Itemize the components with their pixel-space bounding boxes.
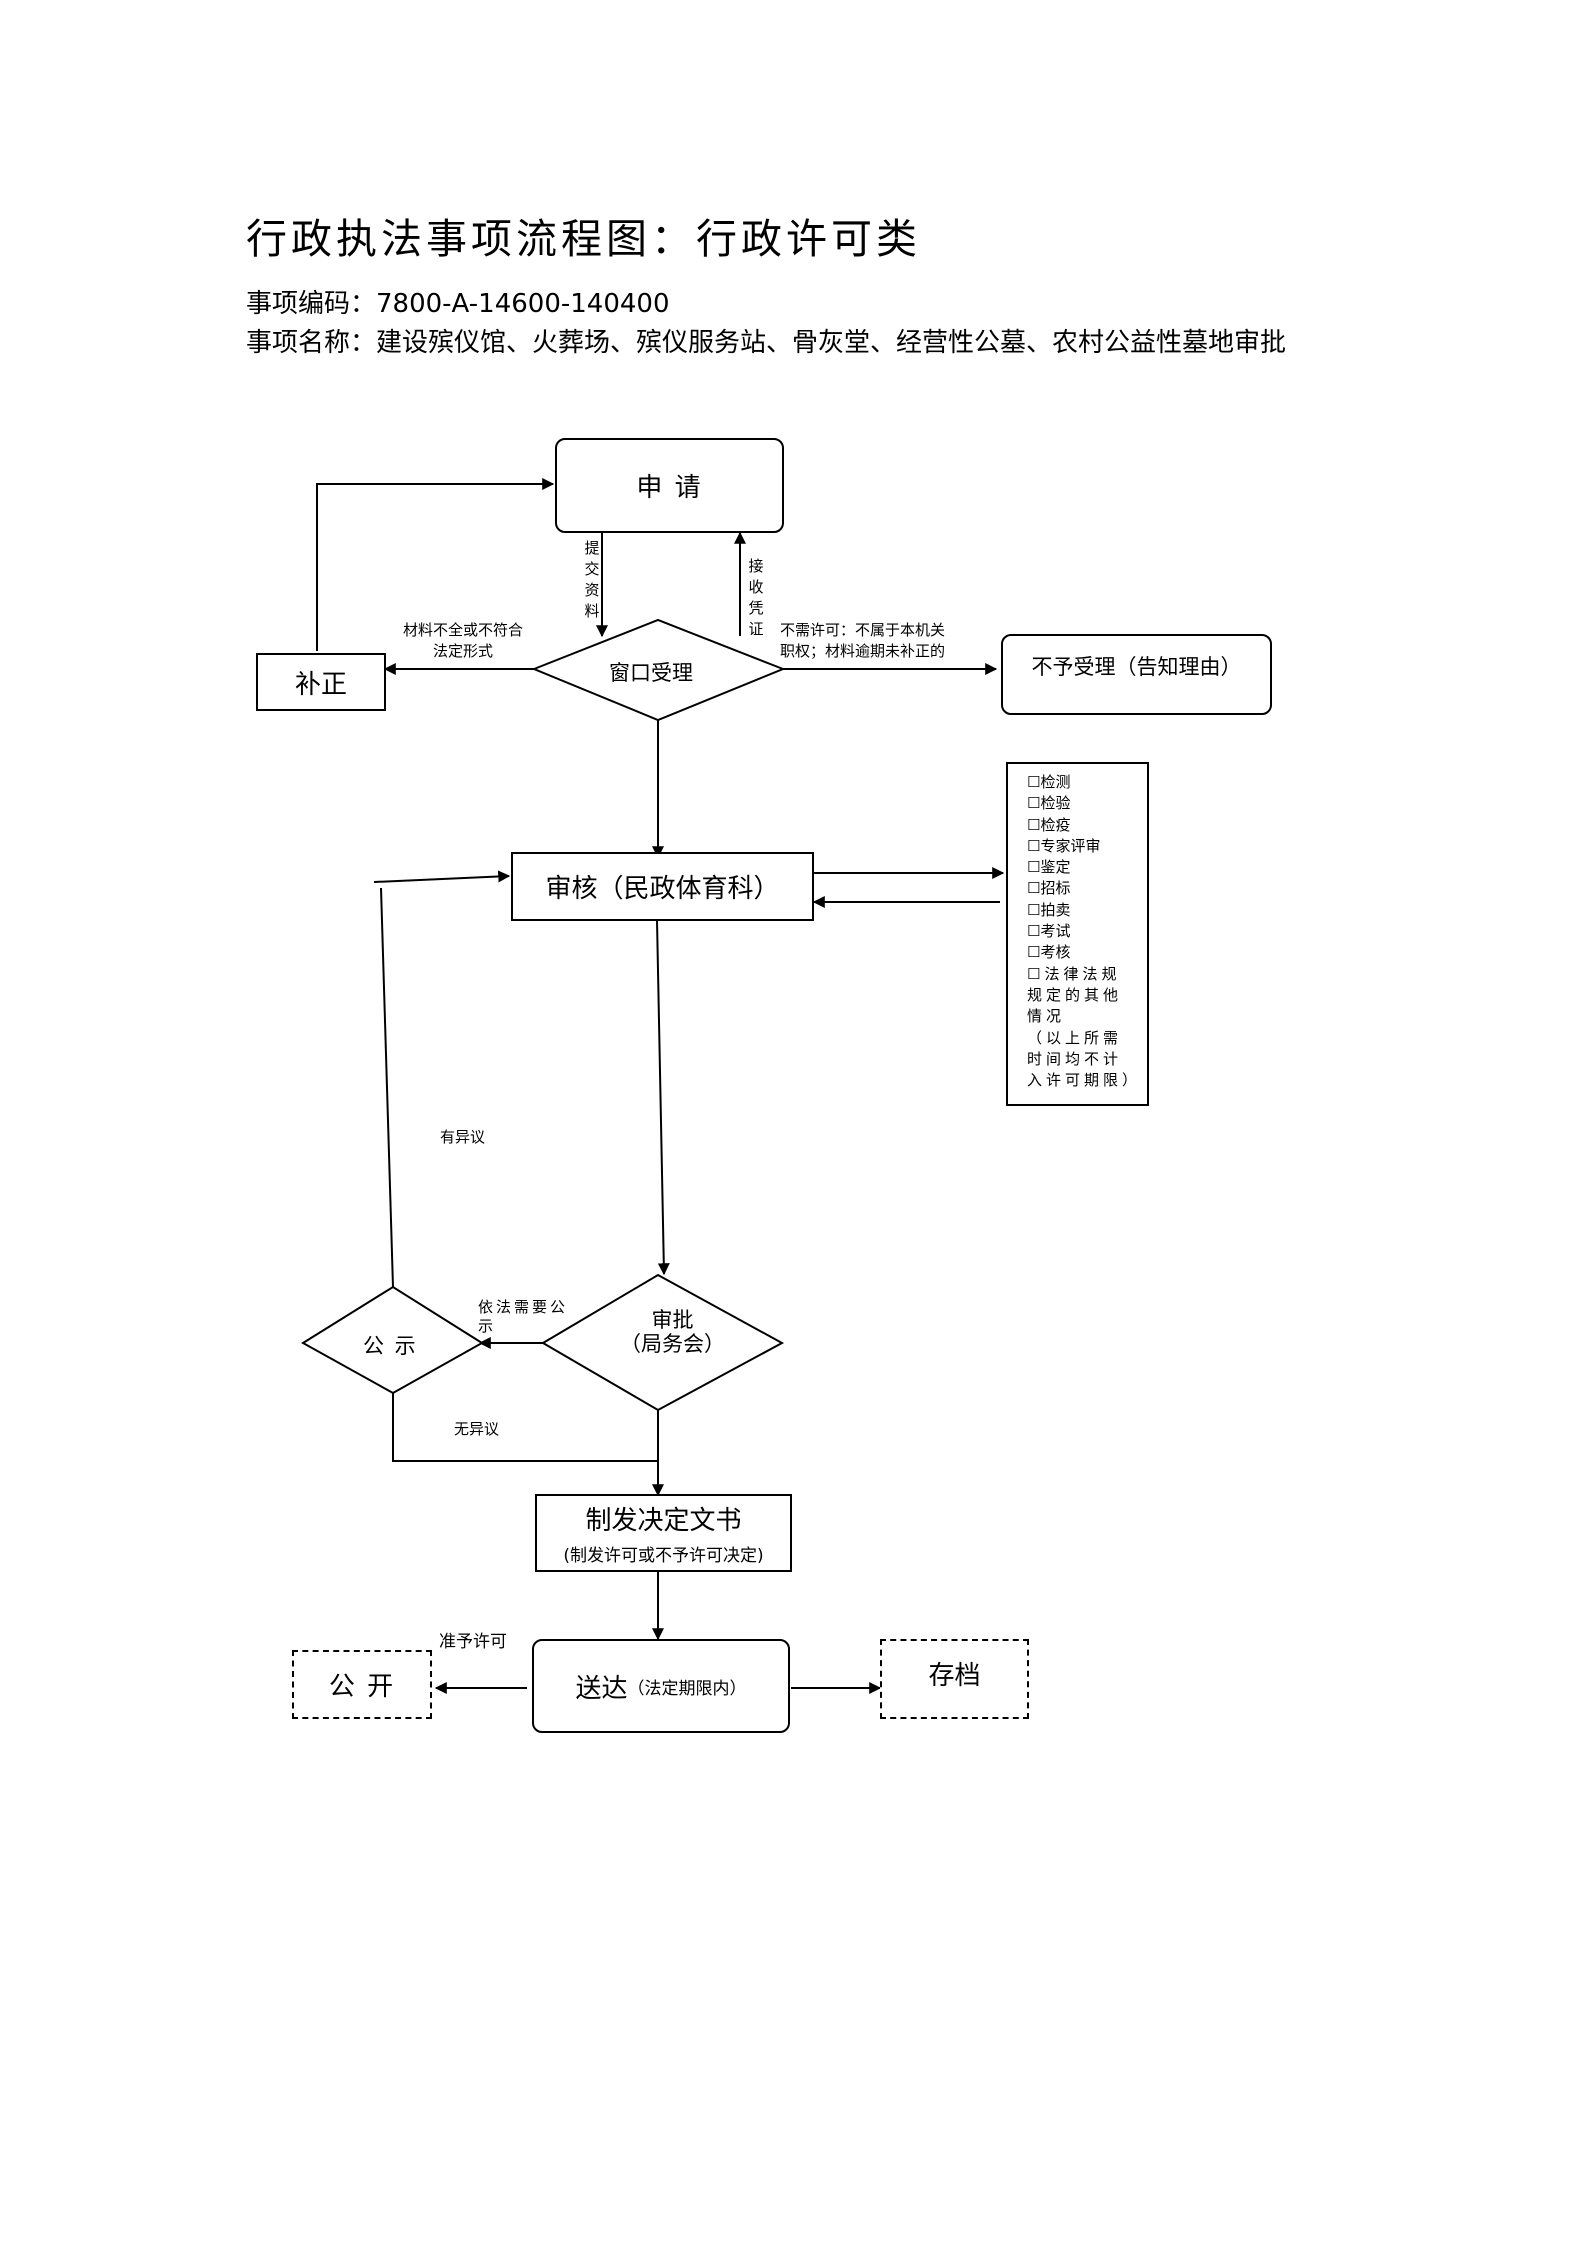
no-objection-label: 无异议	[454, 1420, 500, 1438]
delivery-label: 送达	[575, 1673, 628, 1704]
delivery-node: 送达 （法定期限内）	[532, 1639, 790, 1733]
item-name: 事项名称：建设殡仪馆、火葬场、殡仪服务站、骨灰堂、经营性公墓、农村公益性墓地审批	[246, 328, 1287, 358]
delivery-sublabel: （法定期限内）	[627, 1678, 747, 1699]
edge-review-to-approval	[656, 919, 670, 1276]
item-code: 事项编码：7800-A-14600-140400	[246, 289, 670, 319]
disclosure-label: 公 开	[328, 1672, 396, 1702]
edge-publicity-objection-line	[380, 887, 394, 1288]
publicity-label: 公 示	[363, 1334, 418, 1358]
publicity-diamond	[301, 1285, 484, 1395]
edge-publicity-objection-arrow	[373, 870, 511, 883]
correction-label: 补正	[294, 669, 347, 700]
no-license-line2: 职权；材料逾期未补正的	[780, 642, 946, 660]
archive-label: 存档	[928, 1661, 981, 1691]
incomplete-materials-line2: 法定形式	[433, 642, 494, 660]
checklist-item: ☐拍卖	[1027, 900, 1071, 919]
external-procedures-checklist: ☐检测 ☐检验 ☐检疫 ☐专家评审 ☐鉴定 ☐招标 ☐拍卖 ☐考试 ☐考核 ☐法…	[1006, 762, 1149, 1106]
approval-diamond	[541, 1273, 785, 1412]
no-license-label: 不需许可：不属于本机关 职权；材料逾期未补正的	[780, 620, 945, 662]
checklist-item: ☐检验	[1027, 794, 1071, 813]
incomplete-materials-line1: 材料不全或不符合	[403, 621, 524, 639]
edge-publicity-no-objection	[392, 1393, 658, 1462]
checklist-item: ☐考核	[1027, 943, 1071, 962]
window-acceptance-diamond	[531, 618, 786, 722]
decision-document-node: 制发决定文书 (制发许可或不予许可决定)	[535, 1494, 792, 1572]
objection-label: 有异议	[440, 1128, 486, 1146]
review-node: 审核（民政体育科）	[511, 852, 814, 921]
checklist-item: ☐招标	[1027, 879, 1071, 898]
no-license-line1: 不需许可：不属于本机关	[780, 621, 946, 639]
submit-materials-label: 提交资料	[584, 539, 600, 620]
edge-correction-to-apply	[316, 478, 555, 651]
window-acceptance-label: 窗口受理	[609, 661, 693, 685]
checklist-item: ☐鉴定	[1027, 858, 1071, 877]
permit-granted-label: 准予许可	[439, 1632, 507, 1652]
approval-label-line1: 审批	[651, 1308, 694, 1332]
checklist-item: ☐法律法规规定的其他情况	[1027, 964, 1123, 1026]
review-label: 审核（民政体育科）	[545, 874, 780, 904]
decision-document-label: 制发决定文书	[585, 1506, 742, 1536]
apply-node: 申 请	[555, 438, 784, 533]
incomplete-materials-label: 材料不全或不符合 法定形式	[403, 620, 523, 662]
checklist-note: （以上所需时间均不计入许可期限）	[1027, 1028, 1142, 1090]
reject-node: 不予受理（告知理由）	[1001, 634, 1272, 715]
checklist-item: ☐检疫	[1027, 815, 1071, 834]
receive-voucher-label: 接收凭证	[748, 557, 764, 638]
page-title: 行政执法事项流程图：行政许可类	[246, 215, 921, 263]
disclosure-node: 公 开	[292, 1650, 432, 1719]
reject-label: 不予受理（告知理由）	[1031, 655, 1242, 679]
checklist-item: ☐专家评审	[1027, 836, 1101, 855]
checklist-item: ☐检测	[1027, 773, 1071, 791]
apply-label: 申 请	[636, 473, 703, 503]
checklist-item: ☐考试	[1027, 922, 1071, 941]
archive-node: 存档	[880, 1639, 1029, 1719]
legal-publicity-label: 依法需要公示	[478, 1298, 569, 1335]
decision-document-sublabel: (制发许可或不予许可决定)	[563, 1546, 764, 1566]
approval-label: 审批 （局务会）	[620, 1308, 725, 1356]
approval-label-line2: （局务会）	[620, 1332, 725, 1356]
correction-node: 补正	[256, 653, 386, 711]
